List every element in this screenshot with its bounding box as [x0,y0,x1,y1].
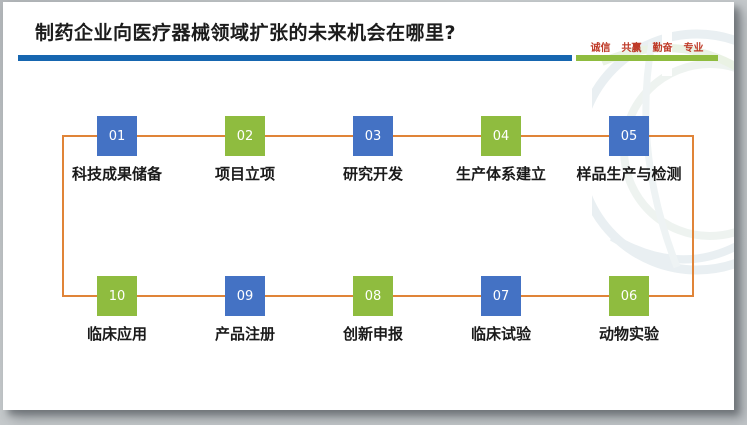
step-number-box: 03 [353,116,393,156]
motto-word: 共赢 [621,43,642,54]
step-label: 科技成果储备 [71,165,162,183]
slide-title: 制药企业向医疗器械领域扩张的未来机会在哪里? [35,22,457,44]
flow-step-06: 06 动物实验 [565,276,693,344]
title-underline-blue [18,55,572,61]
motto-word: 诚信 [590,43,611,54]
step-label: 研究开发 [342,165,403,183]
step-number-box: 05 [609,116,649,156]
step-number-box: 04 [481,116,521,156]
flow-step-05: 05 样品生产与检测 [565,116,693,184]
motto-word: 勤奋 [652,43,673,54]
flow-row-bottom: 10 临床应用 09 产品注册 08 创新申报 07 临床试验 06 动物实 [53,276,693,344]
step-number-box: 02 [225,116,265,156]
step-number-box: 01 [97,116,137,156]
connector-line-left [62,135,64,297]
flow-step-01: 01 科技成果储备 [53,116,181,184]
step-number-box: 10 [97,276,137,316]
slide-canvas: 制药企业向医疗器械领域扩张的未来机会在哪里? 诚信 共赢 勤奋 专业 01 科技… [3,2,734,410]
step-number-box: 08 [353,276,393,316]
step-label: 创新申报 [342,325,403,343]
step-label: 临床试验 [470,325,531,343]
flow-step-10: 10 临床应用 [53,276,181,344]
step-label: 临床应用 [86,325,147,343]
step-number-box: 09 [225,276,265,316]
process-flow-diagram: 01 科技成果储备 02 项目立项 03 研究开发 04 生产体系建立 05 [3,2,734,410]
step-label: 项目立项 [214,165,275,183]
company-motto: 诚信 共赢 勤奋 专业 [576,39,718,54]
step-label: 生产体系建立 [455,165,546,183]
flow-step-08: 08 创新申报 [309,276,437,344]
step-number-box: 06 [609,276,649,316]
flow-step-03: 03 研究开发 [309,116,437,184]
flow-step-02: 02 项目立项 [181,116,309,184]
connector-line-right [692,135,694,297]
step-label: 样品生产与检测 [576,165,682,183]
flow-row-top: 01 科技成果储备 02 项目立项 03 研究开发 04 生产体系建立 05 [53,116,693,184]
step-label: 产品注册 [214,325,275,343]
flow-step-07: 07 临床试验 [437,276,565,344]
motto-word: 专业 [683,43,704,54]
step-number-box: 07 [481,276,521,316]
flow-step-04: 04 生产体系建立 [437,116,565,184]
flow-step-09: 09 产品注册 [181,276,309,344]
step-label: 动物实验 [598,325,659,343]
motto-underline-green [576,55,718,61]
